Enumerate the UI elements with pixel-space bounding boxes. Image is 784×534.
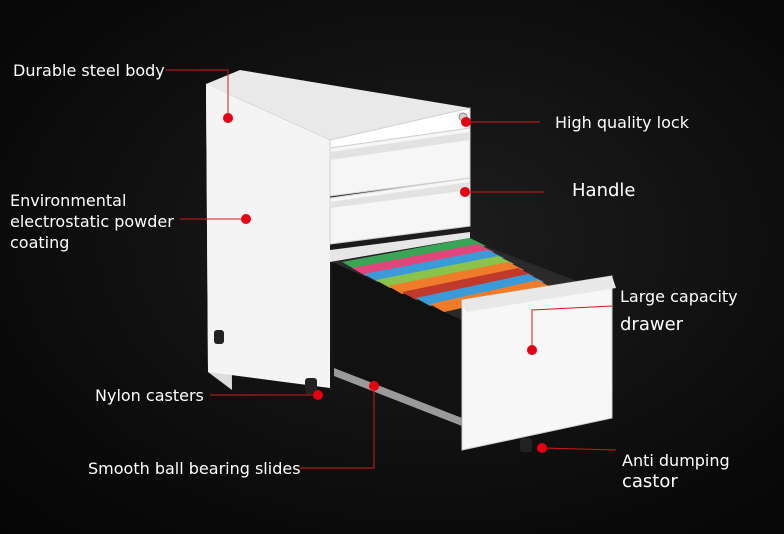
steel-body-callout: Durable steel body [13, 61, 165, 80]
open-drawer [330, 232, 616, 452]
top-drawer [329, 112, 471, 197]
anti-dumping-castor-icon [520, 438, 532, 452]
castor-callout-line2: castor [622, 471, 678, 492]
cabinet-body [206, 70, 471, 394]
castor-callout-line1: Anti dumping [622, 451, 730, 470]
handle-callout: Handle [572, 180, 636, 201]
coating-callout-line1: Environmental [10, 191, 127, 210]
callout-dots [223, 113, 547, 453]
casters-callout: Nylon casters [95, 386, 204, 405]
drawer-callout-line1: Large capacity [620, 287, 738, 306]
slides-callout: Smooth ball bearing slides [88, 459, 301, 478]
rear-caster-icon [214, 330, 224, 344]
second-drawer [329, 177, 471, 245]
lock-callout: High quality lock [555, 113, 689, 132]
callout-lines [166, 69, 617, 469]
coating-callout-line3: coating [10, 233, 70, 252]
coating-callout-line2: electrostatic powder [10, 212, 174, 231]
front-caster-icon [305, 378, 317, 394]
drawer-callout-line2: drawer [620, 314, 684, 335]
